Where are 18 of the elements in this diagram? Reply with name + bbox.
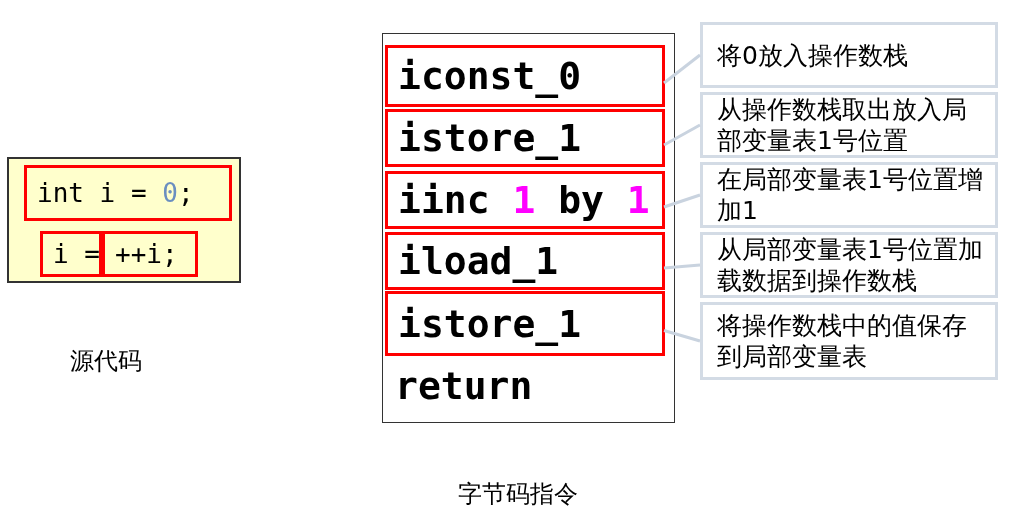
callout-box: 将操作数栈中的值保存到局部变量表	[700, 302, 998, 380]
code-highlight-box: istore_1	[385, 109, 665, 167]
code-panel	[7, 157, 241, 283]
node-label: 源代码	[70, 346, 142, 377]
code-highlight-box: ++i;	[102, 231, 198, 277]
callout-box: 从局部变量表1号位置加载数据到操作数栈	[700, 232, 998, 298]
node-label: 字节码指令	[458, 479, 578, 510]
code-panel	[382, 33, 675, 423]
callout-box: 将0放入操作数栈	[700, 22, 998, 88]
code-highlight-box: i =	[40, 231, 102, 277]
code-highlight-box: iinc 1 by 1	[385, 171, 665, 229]
code-highlight-box: iload_1	[385, 232, 665, 290]
callout-box: 在局部变量表1号位置增加1	[700, 162, 998, 228]
code-highlight-box: int i = 0;	[24, 165, 232, 221]
code-line: return	[395, 364, 533, 408]
code-highlight-box: iconst_0	[385, 45, 665, 107]
code-highlight-box: istore_1	[385, 291, 665, 356]
callout-box: 从操作数栈取出放入局部变量表1号位置	[700, 92, 998, 158]
